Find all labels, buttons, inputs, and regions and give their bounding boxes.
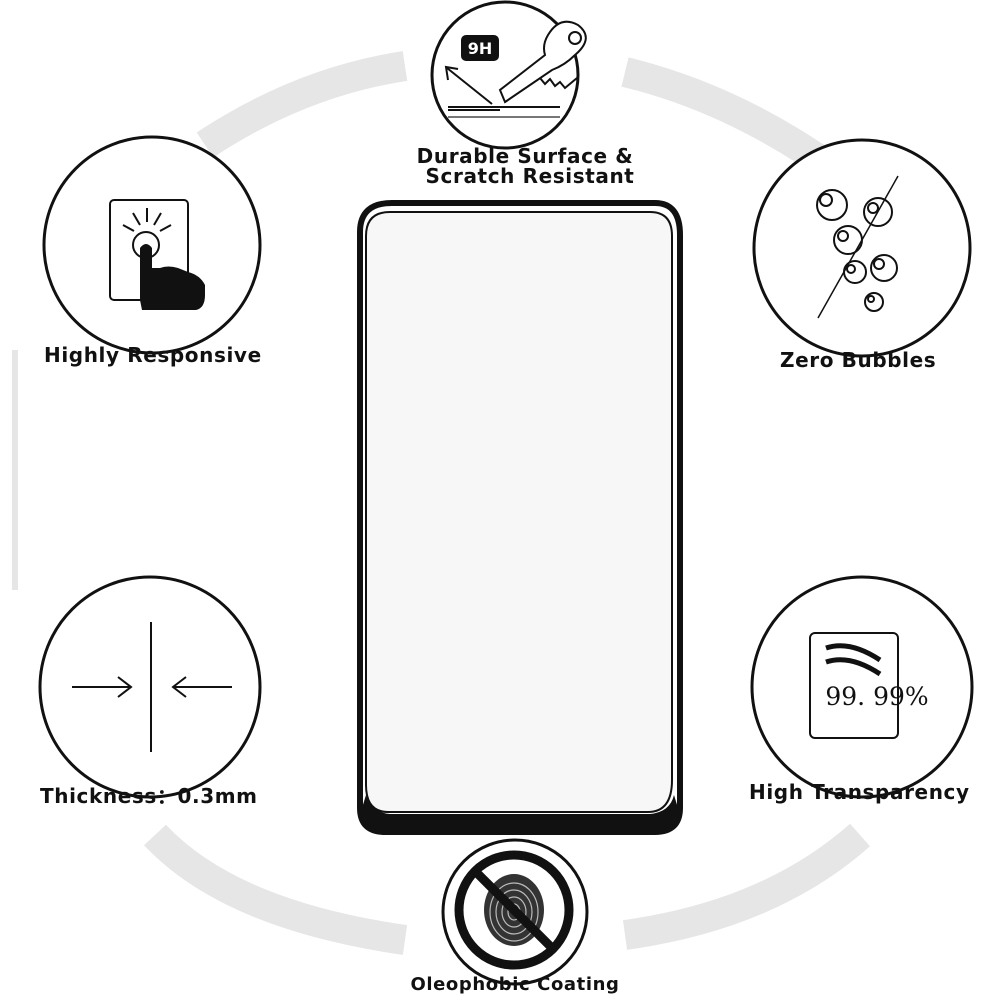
key-scratch-icon [444, 20, 587, 118]
durable-label-line2: Scratch Resistant [425, 164, 635, 188]
no-fingerprint-icon [454, 850, 574, 970]
durable-surface-feature: 9H [430, 0, 587, 150]
highly-responsive-feature [42, 135, 262, 355]
thickness-feature [38, 575, 262, 799]
transparency-percent: 99. 99% [825, 682, 928, 711]
highly-responsive-label: Highly Responsive [44, 343, 262, 367]
transparency-icon [809, 632, 899, 739]
durable-badge-text: 9H [468, 39, 493, 58]
bubbles-icon [816, 175, 899, 319]
high-transparency-feature: 99. 99% [750, 575, 974, 799]
finger-touch-icon [109, 199, 205, 310]
durable-label-line1: Durable Surface & [416, 144, 634, 168]
thickness-label: Thickness：0.3mm [40, 784, 258, 808]
oleophobic-label: Oleophobic Coating [410, 974, 620, 995]
zero-bubbles-feature [752, 138, 972, 358]
oleophobic-feature [441, 838, 589, 986]
high-transparency-label: High Transparency [749, 780, 970, 804]
zero-bubbles-label: Zero Bubbles [780, 348, 937, 372]
screen-protector [357, 200, 683, 835]
thickness-arrows-icon [72, 622, 232, 752]
